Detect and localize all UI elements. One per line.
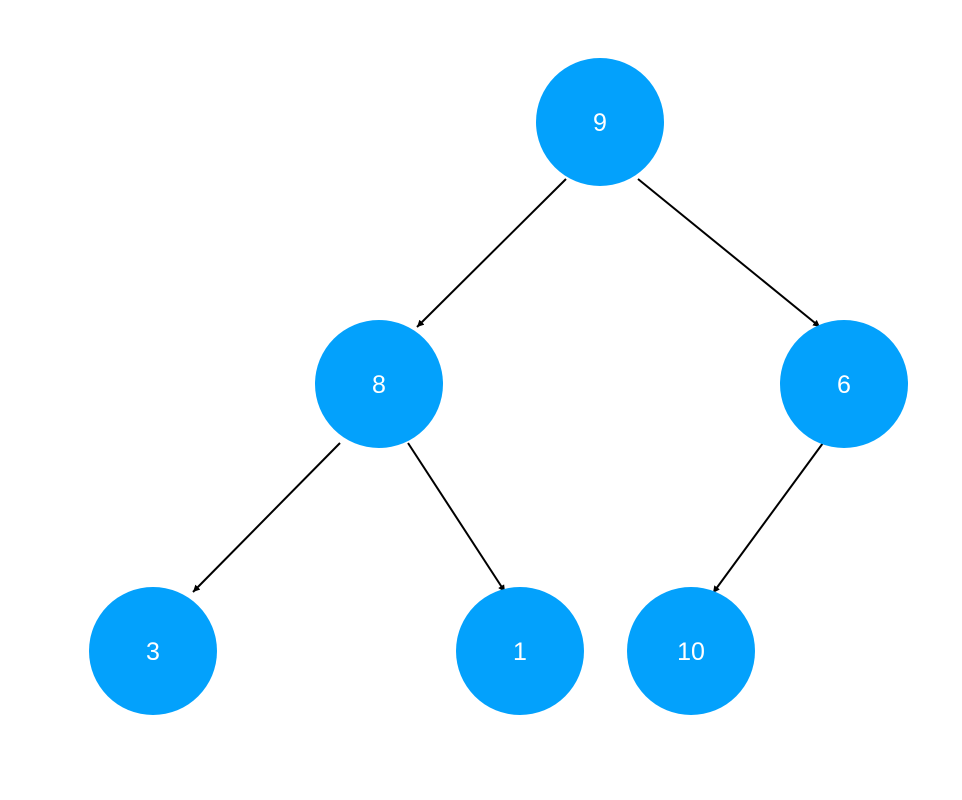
node-circle bbox=[536, 58, 664, 186]
tree-node-3: 3 bbox=[89, 587, 217, 715]
edge-9-to-6 bbox=[637, 178, 821, 328]
node-circle bbox=[89, 587, 217, 715]
edge-6-to-10 bbox=[712, 442, 824, 594]
node-label: 9 bbox=[593, 109, 607, 137]
node-label: 10 bbox=[677, 638, 705, 666]
edge-9-to-8 bbox=[416, 178, 567, 328]
edge-8-to-1 bbox=[407, 442, 506, 593]
node-label: 6 bbox=[837, 371, 851, 399]
node-circle bbox=[780, 320, 908, 448]
tree-node-6: 6 bbox=[780, 320, 908, 448]
tree-node-8: 8 bbox=[315, 320, 443, 448]
node-circle bbox=[627, 587, 755, 715]
tree-node-10: 10 bbox=[627, 587, 755, 715]
edge-8-to-3 bbox=[192, 442, 341, 593]
node-label: 8 bbox=[372, 371, 386, 399]
node-circle bbox=[456, 587, 584, 715]
edges-group bbox=[192, 178, 824, 594]
node-circle bbox=[315, 320, 443, 448]
tree-node-1: 1 bbox=[456, 587, 584, 715]
node-label: 1 bbox=[513, 638, 527, 666]
node-label: 3 bbox=[146, 638, 160, 666]
tree-node-9: 9 bbox=[536, 58, 664, 186]
